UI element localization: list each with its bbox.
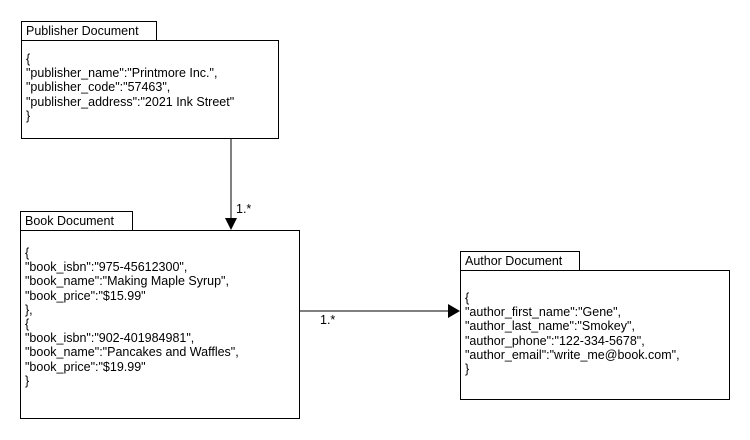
json-line: "book_isbn":"902-401984981", bbox=[25, 331, 195, 346]
json-line: } bbox=[26, 108, 31, 123]
json-line: { bbox=[25, 246, 30, 260]
author-document-box: {"author_first_name":"Gene","author_last… bbox=[460, 270, 730, 400]
json-line: "author_last_name":"Smokey", bbox=[465, 319, 635, 334]
json-line: "book_price":"$15.99" bbox=[25, 288, 146, 303]
json-line: "author_phone":"122-334-5678", bbox=[465, 333, 645, 348]
json-line: "book_name":"Making Maple Syrup", bbox=[25, 274, 229, 289]
json-line: "publisher_code":"57463", bbox=[26, 80, 171, 95]
book-author-arrowhead bbox=[448, 304, 460, 318]
json-line: }, bbox=[25, 302, 33, 317]
publisher-document-box: {"publisher_name":"Printmore Inc.","publ… bbox=[21, 40, 279, 139]
json-line: "publisher_name":"Printmore Inc.", bbox=[26, 66, 218, 81]
json-line: } bbox=[25, 373, 30, 388]
json-line: { bbox=[25, 317, 30, 332]
json-line: "publisher_address":"2021 Ink Street" bbox=[26, 94, 235, 109]
json-line: "author_email":"write_me@book.com", bbox=[465, 347, 680, 362]
json-line: } bbox=[465, 362, 470, 377]
author-document-title: Author Document bbox=[460, 251, 580, 271]
json-line: { bbox=[26, 52, 31, 66]
json-line: "book_name":"Pancakes and Waffles", bbox=[25, 345, 239, 360]
book-document-box: {"book_isbn":"975-45612300","book_name":… bbox=[20, 230, 300, 419]
publisher-book-arrowhead bbox=[225, 218, 237, 230]
json-line: { bbox=[465, 291, 470, 305]
json-line: "book_price":"$19.99" bbox=[25, 359, 146, 374]
book-document-title: Book Document bbox=[20, 211, 133, 231]
publisher-book-multiplicity: 1.* bbox=[236, 202, 252, 216]
json-line: "author_first_name":"Gene", bbox=[465, 305, 622, 320]
publisher-document-title: Publisher Document bbox=[21, 21, 157, 41]
book-author-multiplicity: 1.* bbox=[320, 313, 336, 327]
json-line: "book_isbn":"975-45612300", bbox=[25, 260, 188, 275]
